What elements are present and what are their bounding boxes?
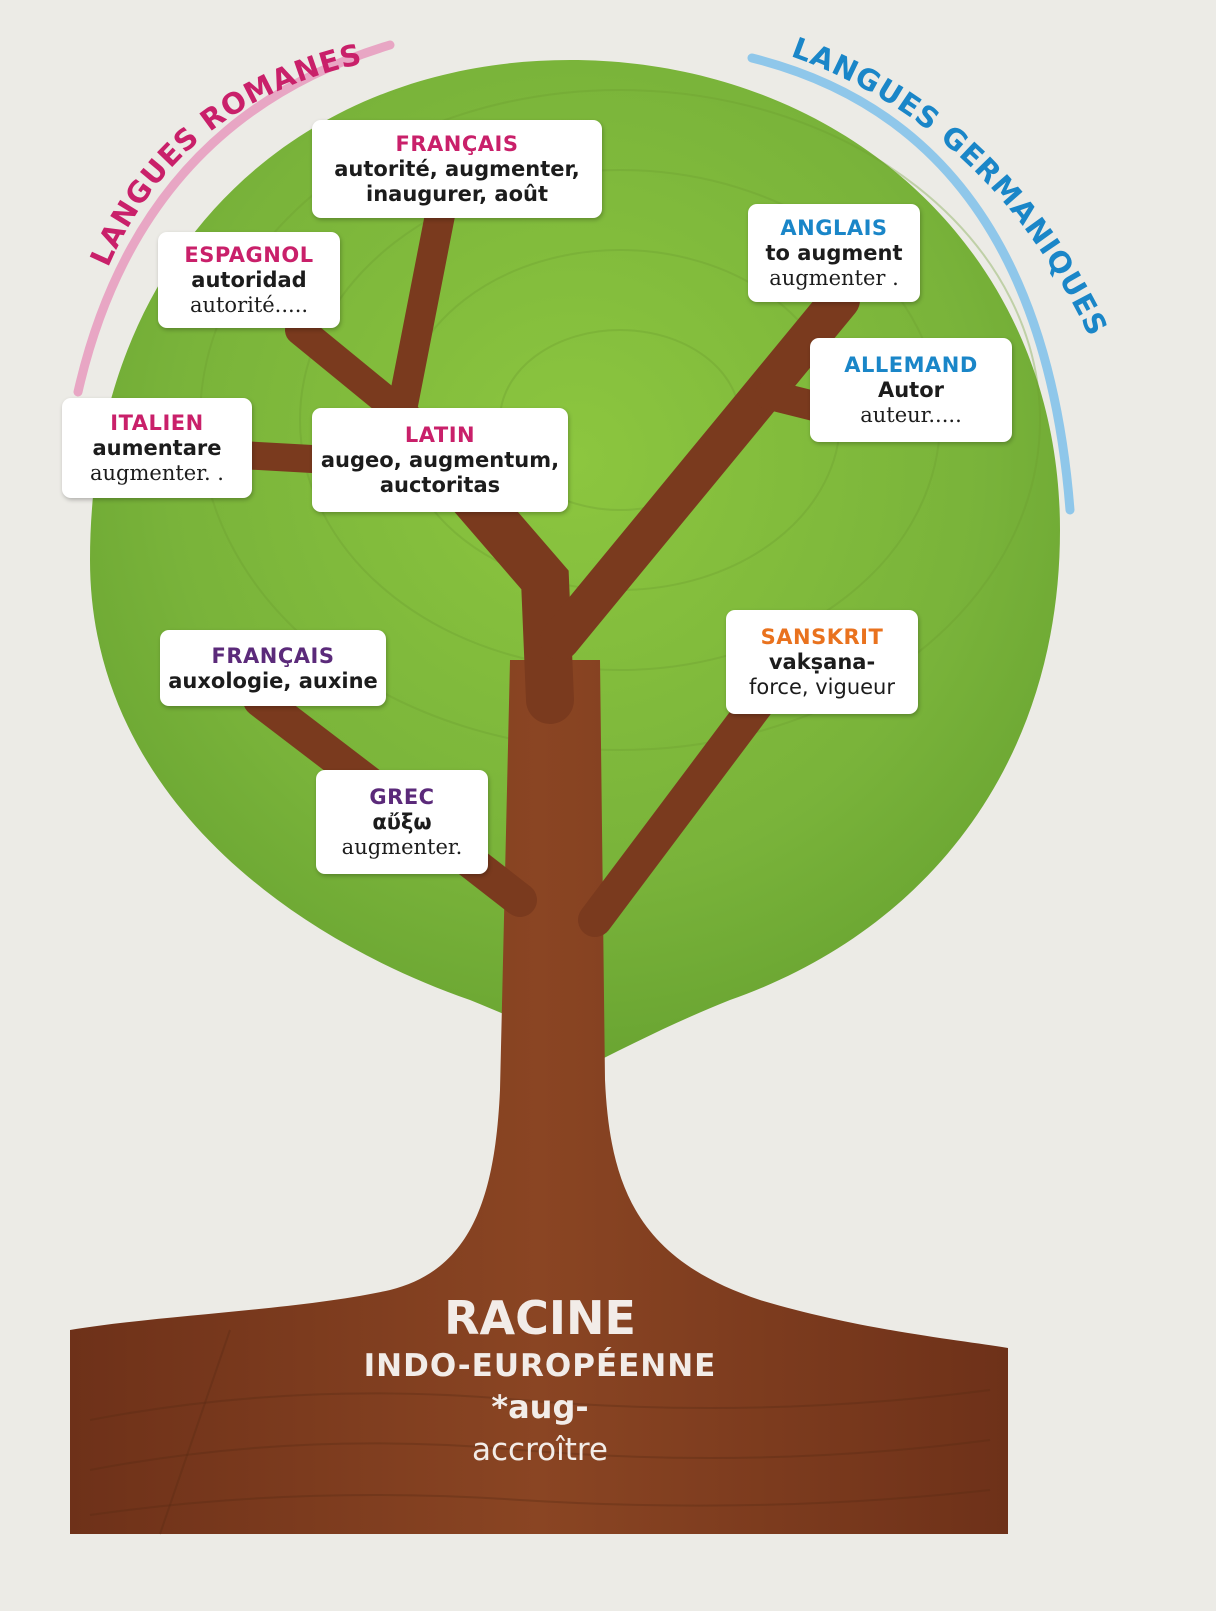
- node-grec: GREC αὔξω augmenter.: [316, 770, 488, 874]
- node-handwritten-translation: force, vigueur: [749, 675, 895, 699]
- node-lang-label: FRANÇAIS: [395, 132, 519, 156]
- node-handwritten-translation: augmenter.: [341, 835, 463, 859]
- root-label-block: RACINE INDO-EUROPÉENNE *aug- accroître: [70, 1290, 1010, 1472]
- root-subtitle: INDO-EUROPÉENNE: [363, 1348, 717, 1384]
- node-words-line2: auctoritas: [379, 473, 501, 497]
- node-lang-label: SANSKRIT: [760, 625, 884, 649]
- node-words: αὔξω: [372, 810, 432, 834]
- node-anglais: ANGLAIS to augment augmenter .: [748, 204, 920, 302]
- node-latin: LATIN augeo, augmentum, auctoritas: [312, 408, 568, 512]
- romance-arc: [73, 40, 395, 397]
- root-form: *aug-: [491, 1388, 589, 1426]
- node-words: autoridad: [191, 268, 307, 292]
- node-lang-label: ALLEMAND: [844, 353, 978, 377]
- node-handwritten-translation: autorité.....: [189, 293, 309, 317]
- node-espagnol: ESPAGNOL autoridad autorité.....: [158, 232, 340, 328]
- root-meaning: accroître: [471, 1432, 609, 1468]
- node-lang-label: ANGLAIS: [780, 216, 888, 240]
- node-francais-greek: FRANÇAIS auxologie, auxine: [160, 630, 386, 706]
- node-sanskrit: SANSKRIT vakṣana- force, vigueur: [726, 610, 918, 714]
- node-francais-top: FRANÇAIS autorité, augmenter, inaugurer,…: [312, 120, 602, 218]
- node-words: aumentare: [92, 436, 222, 460]
- node-lang-label: ITALIEN: [110, 411, 204, 435]
- node-lang-label: FRANÇAIS: [211, 643, 335, 668]
- node-handwritten-translation: auteur.....: [860, 403, 962, 427]
- root-title: RACINE: [444, 1291, 636, 1345]
- node-lang-label: LATIN: [404, 423, 476, 447]
- node-italien: ITALIEN aumentare augmenter. .: [62, 398, 252, 498]
- tree-trunk: [70, 660, 1008, 1534]
- node-words: auxologie, auxine: [168, 668, 378, 693]
- node-words: vakṣana-: [768, 650, 876, 674]
- node-words: to augment: [765, 241, 903, 265]
- node-words: augeo, augmentum,: [320, 448, 560, 472]
- node-words: autorité, augmenter,: [334, 157, 580, 181]
- node-handwritten-translation: augmenter .: [769, 266, 899, 290]
- germanic-arc: [747, 53, 1075, 515]
- node-lang-label: GREC: [369, 785, 435, 809]
- node-allemand: ALLEMAND Autor auteur.....: [810, 338, 1012, 442]
- node-words: Autor: [877, 378, 945, 402]
- base-wood-rings: [89, 1329, 991, 1535]
- node-words-line2: inaugurer, août: [366, 182, 548, 206]
- node-lang-label: ESPAGNOL: [184, 243, 314, 267]
- node-handwritten-translation: augmenter. .: [90, 461, 224, 485]
